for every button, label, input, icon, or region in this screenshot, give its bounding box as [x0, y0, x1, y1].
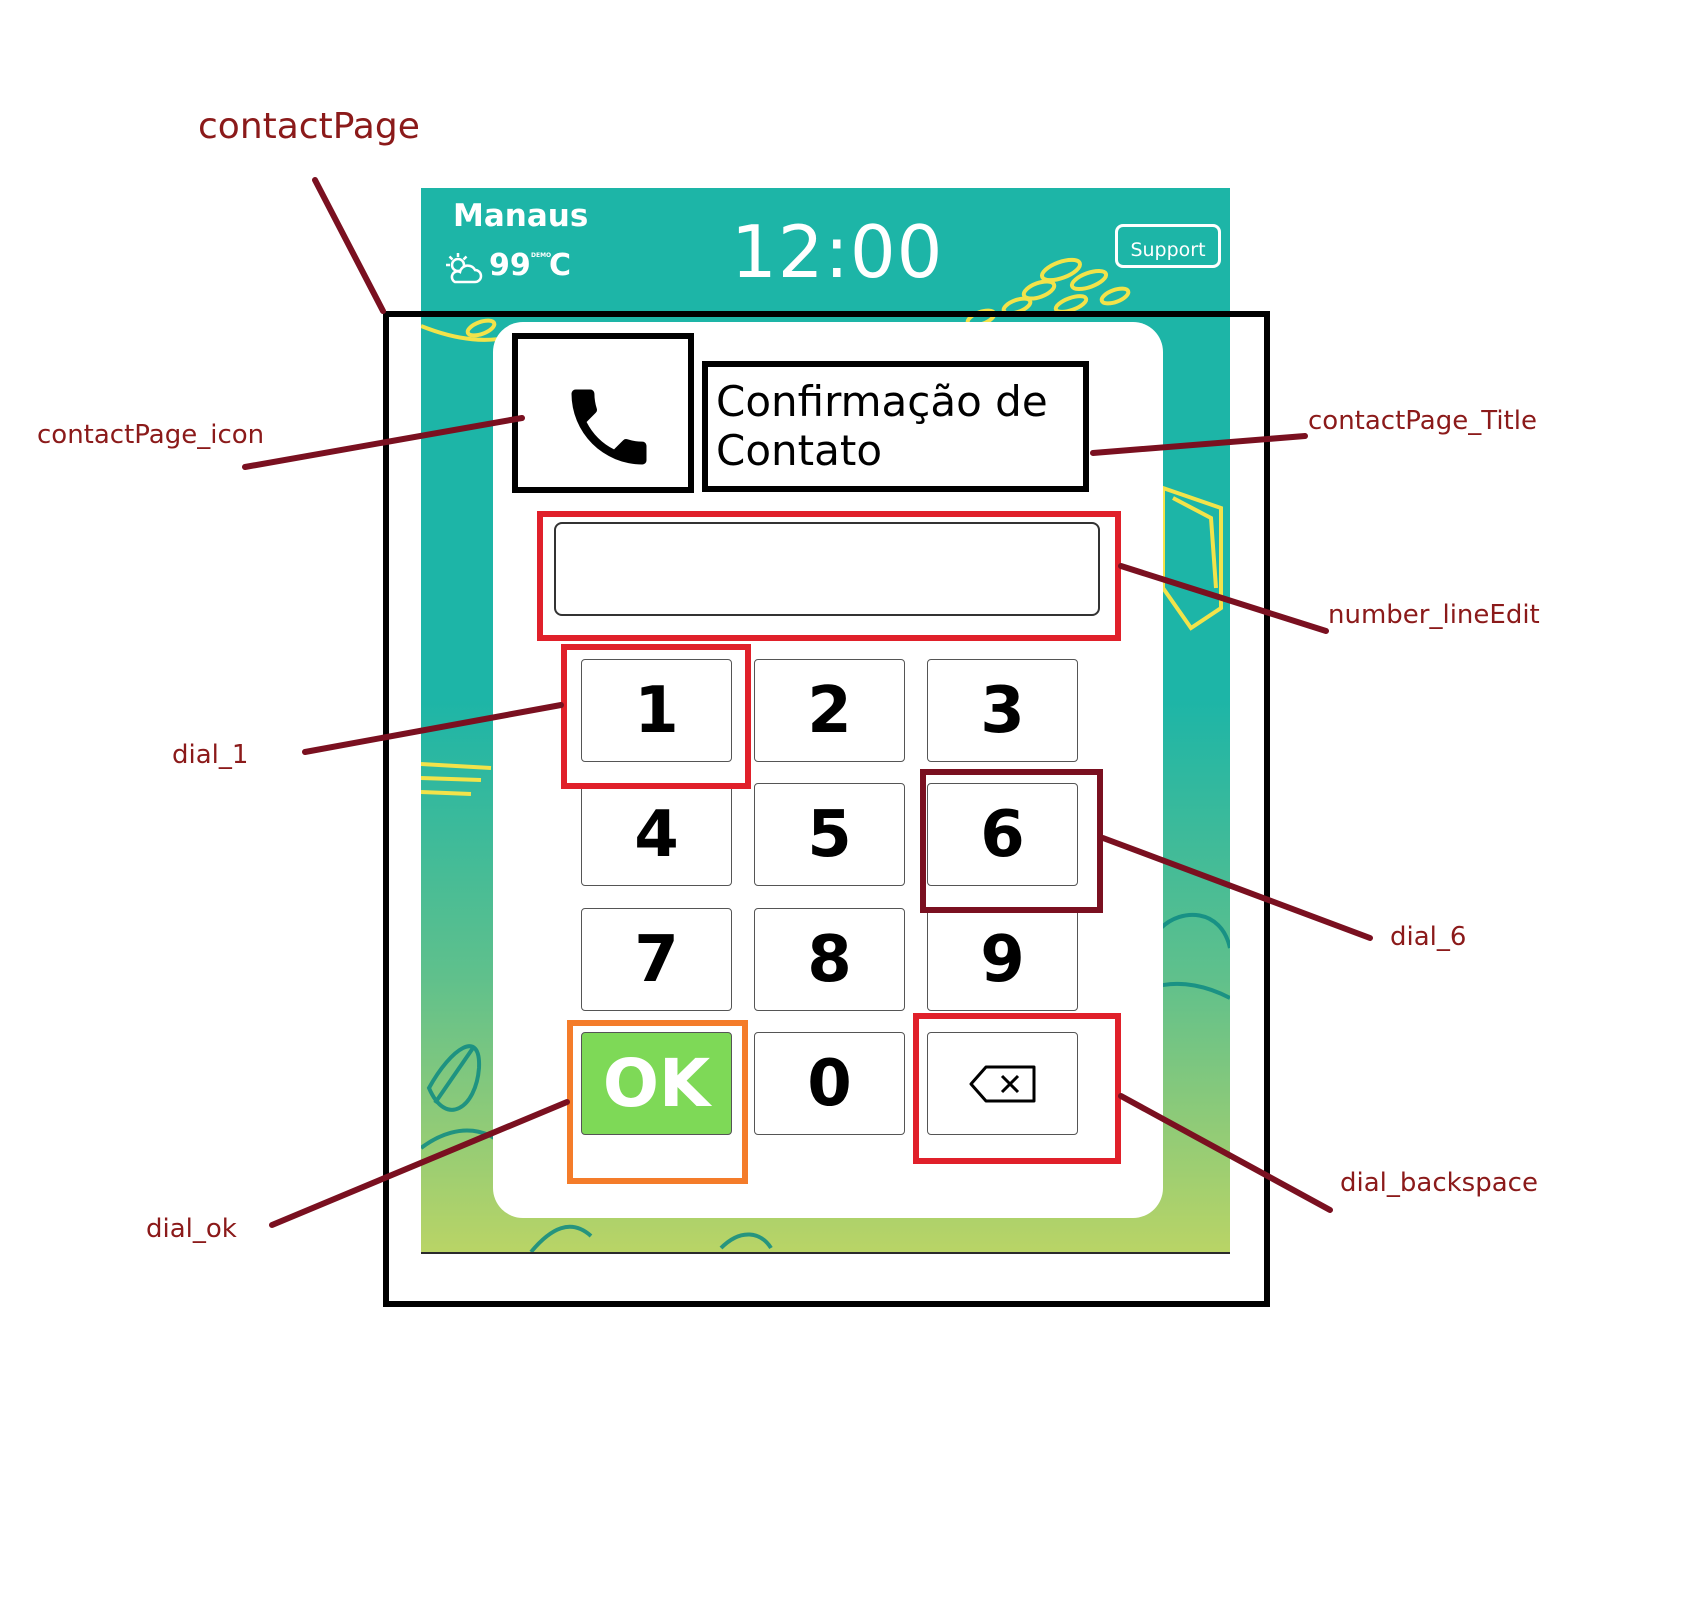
phone-icon — [571, 389, 647, 465]
annotation-number-lineedit-label: number_lineEdit — [1328, 600, 1540, 630]
dial-3-button[interactable]: 3 — [927, 659, 1078, 762]
dial-6-button[interactable]: 6 — [927, 783, 1078, 886]
contact-page-panel: Confirmação de Contato 1 2 3 4 5 6 7 8 9… — [493, 322, 1163, 1218]
temperature-unit: C — [549, 248, 572, 283]
dial-backspace-button[interactable] — [927, 1032, 1078, 1135]
partly-cloudy-icon — [445, 252, 483, 290]
clock-time: 12:00 — [731, 210, 944, 294]
annotation-dial-ok-label: dial_ok — [146, 1214, 237, 1244]
annotation-dial-6-label: dial_6 — [1390, 922, 1467, 952]
contact-page-icon-box — [512, 333, 694, 493]
backspace-icon — [969, 1065, 1035, 1102]
dial-5-button[interactable]: 5 — [754, 783, 905, 886]
weather-widget: 99 DEMO C — [445, 248, 595, 292]
annotation-contactpage-label: contactPage — [198, 106, 420, 147]
contact-page-title: Confirmação de Contato — [716, 377, 1048, 475]
dial-2-button[interactable]: 2 — [754, 659, 905, 762]
annotation-contactpage-title-label: contactPage_Title — [1308, 406, 1537, 436]
dial-0-button[interactable]: 0 — [754, 1032, 905, 1135]
contact-page-title-box: Confirmação de Contato — [702, 361, 1089, 492]
annotation-dial-1-label: dial_1 — [172, 740, 249, 770]
dial-4-button[interactable]: 4 — [581, 783, 732, 886]
number-input[interactable] — [554, 522, 1100, 616]
support-button[interactable]: Support — [1115, 224, 1221, 268]
dial-9-button[interactable]: 9 — [927, 908, 1078, 1011]
dial-ok-button[interactable]: OK — [581, 1032, 732, 1135]
device-screen: Manaus 99 DEMO C 12:00 Support Confirmaç… — [421, 188, 1230, 1254]
dial-1-button[interactable]: 1 — [581, 659, 732, 762]
temperature-value: 99 — [489, 248, 531, 283]
demo-badge: DEMO — [531, 252, 552, 259]
dial-7-button[interactable]: 7 — [581, 908, 732, 1011]
annotation-dial-backspace-label: dial_backspace — [1340, 1168, 1538, 1198]
annotation-contactpage-icon-label: contactPage_icon — [37, 420, 265, 450]
city-name: Manaus — [453, 198, 589, 234]
dial-8-button[interactable]: 8 — [754, 908, 905, 1011]
